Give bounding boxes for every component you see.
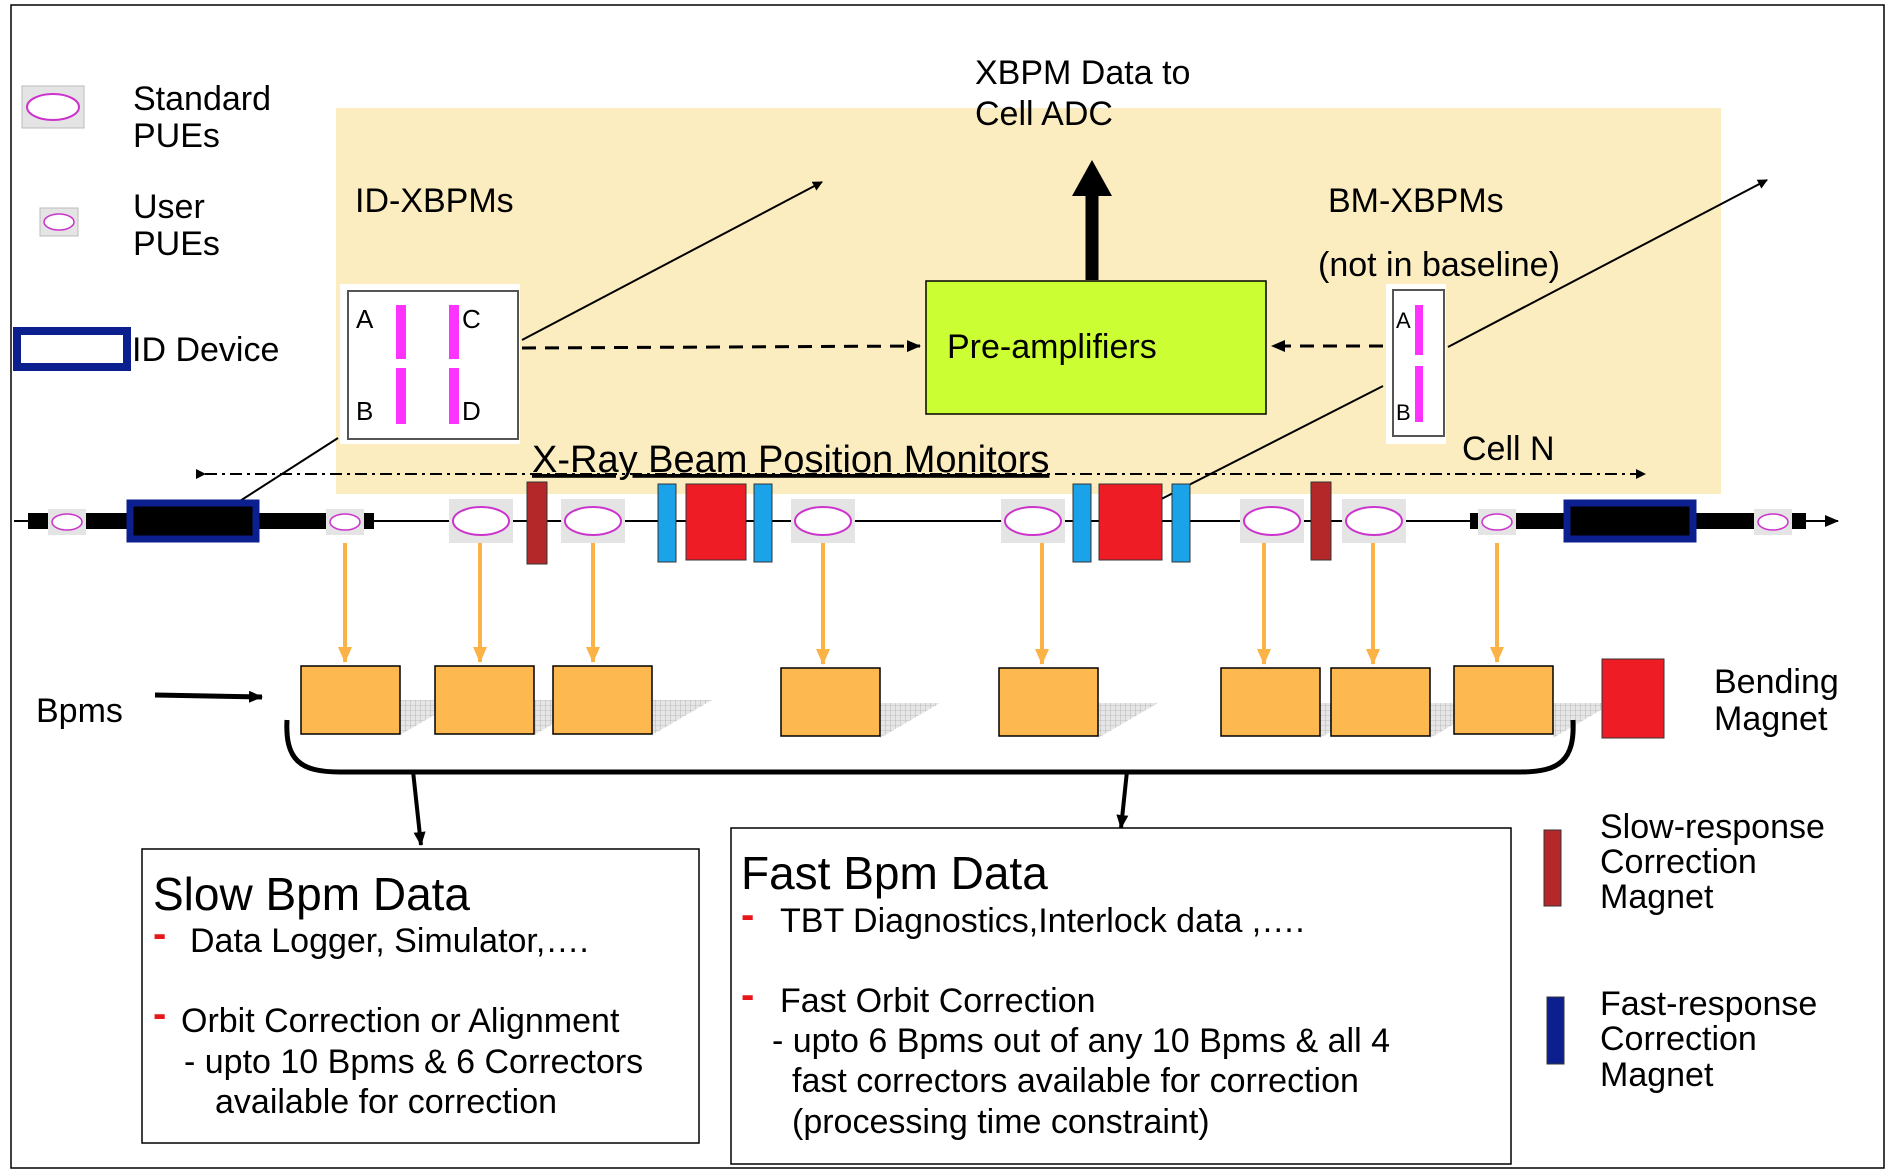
id-blade-c [449, 305, 459, 359]
bpm-box-8 [1453, 665, 1613, 738]
bm-source-line [1127, 385, 1384, 517]
id-blade-d [449, 368, 459, 424]
fast-sub-3: (processing time constraint) [792, 1103, 1210, 1141]
legend-standard-label-2: PUEs [133, 117, 220, 155]
bending-magnet-1 [685, 483, 747, 561]
bm-xbpm-detector: A B [1386, 284, 1446, 444]
pue-user-3 [1478, 509, 1516, 535]
xbpm-region-label: X-Ray Beam Position Monitors [532, 439, 1049, 481]
slow-dash-2: - [153, 992, 166, 1036]
bm-radiation-arrow [1447, 179, 1768, 348]
bm-xbpms-note: (not in baseline) [1318, 246, 1560, 284]
legend-slow-corrector-icon [1543, 829, 1562, 907]
slow-dash-1: - [153, 912, 166, 956]
fast-box-title: Fast Bpm Data [741, 847, 1048, 899]
legend-fast-corrector-icon [1546, 996, 1565, 1065]
legend-id-device-label: ID Device [132, 331, 279, 369]
legend-standard-pue: Standard PUEs [21, 80, 271, 155]
bm-quadrant-a: A [1396, 308, 1411, 333]
id-device-left [126, 499, 260, 543]
id-blade-a [396, 305, 406, 359]
fast-corrector-2 [753, 483, 773, 563]
fast-corrector-3 [1072, 483, 1092, 563]
id-quadrant-b: B [356, 396, 373, 426]
pue-standard-6 [1342, 499, 1406, 543]
fast-bpm-data-box: Fast Bpm Data - TBT Diagnostics,Interloc… [730, 827, 1512, 1165]
slow-box-title: Slow Bpm Data [153, 868, 470, 920]
legend-bending-label-1: Bending [1714, 663, 1839, 701]
slow-sub-2: available for correction [215, 1083, 557, 1121]
legend-slow-label-2: Correction [1600, 843, 1757, 881]
id-xbpms-label: ID-XBPMs [355, 182, 514, 220]
brace-to-slow-arrow [411, 770, 426, 846]
slow-item-2: Orbit Correction or Alignment [181, 1002, 620, 1040]
brace-to-fast-arrow [1116, 770, 1129, 829]
fast-sub-1: - upto 6 Bpms out of any 10 Bpms & all 4 [772, 1022, 1390, 1060]
id-quadrant-d: D [462, 396, 481, 426]
pue-standard-5 [1240, 499, 1304, 543]
legend-bending-label-2: Magnet [1714, 700, 1828, 738]
legend-slow-label-1: Slow-response [1600, 808, 1825, 846]
pue-small-icon [43, 213, 75, 231]
fast-corrector-1 [657, 483, 677, 563]
pue-user-4 [1754, 509, 1792, 535]
fast-dash-1: - [741, 893, 754, 937]
bm-blade-a [1415, 305, 1423, 355]
id-device-icon [13, 327, 131, 371]
id-radiation-arrow [521, 181, 823, 341]
legend-fast-label-1: Fast-response [1600, 985, 1817, 1023]
legend-fast-label-2: Correction [1600, 1020, 1757, 1058]
fast-item-2: Fast Orbit Correction [780, 982, 1096, 1020]
id-xbpm-detector: A C B D [340, 284, 520, 444]
preamp-label: Pre-amplifiers [947, 328, 1157, 366]
bm-xbpms-label: BM-XBPMs [1328, 182, 1504, 220]
bpm-box-3 [552, 665, 712, 735]
fast-item-1: TBT Diagnostics,Interlock data ,…. [780, 902, 1305, 940]
cell-label: Cell N [1462, 430, 1555, 468]
bending-magnet-2 [1098, 483, 1163, 561]
pue-icon [26, 93, 80, 121]
id-device-right [1563, 499, 1697, 543]
id-quadrant-c: C [462, 304, 481, 334]
bpm-group-brace [284, 719, 1576, 775]
fast-dash-2: - [741, 973, 754, 1017]
preamp-box [925, 280, 1267, 415]
bpm-box-1 [300, 665, 460, 735]
pue-standard-3 [791, 499, 855, 543]
id-quadrant-a: A [356, 304, 374, 334]
outer-frame [10, 4, 1885, 1169]
legend-user-pue: User PUEs [39, 188, 220, 263]
pue-user-2 [326, 509, 364, 535]
legend-user-label-1: User [133, 188, 205, 226]
xbpm-output-arrowhead [1072, 160, 1112, 196]
legend-standard-label-1: Standard [133, 80, 271, 118]
pue-standard-2 [561, 499, 625, 543]
xbpm-output-label-1: XBPM Data to [975, 54, 1190, 92]
slow-sub-1: - upto 10 Bpms & 6 Correctors [184, 1043, 643, 1081]
slow-corrector-2 [1310, 481, 1332, 561]
slow-corrector-1 [526, 481, 548, 565]
bm-quadrant-b: B [1396, 400, 1411, 425]
legend-user-label-2: PUEs [133, 225, 220, 263]
pue-user-1 [48, 509, 86, 535]
bpm-box-5 [998, 667, 1158, 738]
bm-blade-b [1415, 366, 1423, 422]
bpms-label: Bpms [36, 692, 123, 730]
slow-item-1: Data Logger, Simulator,…. [190, 922, 589, 960]
slow-bpm-data-box: Slow Bpm Data - Data Logger, Simulator,…… [141, 848, 700, 1144]
legend-fast-label-3: Magnet [1600, 1056, 1714, 1094]
bpm-box-4 [780, 667, 940, 738]
legend-bending-magnet-icon [1601, 658, 1665, 739]
id-to-preamp-arrow [521, 340, 921, 353]
fast-sub-2: fast correctors available for correction [792, 1062, 1359, 1100]
legend-slow-label-3: Magnet [1600, 878, 1714, 916]
xbpm-output-label-2: Cell ADC [975, 95, 1113, 133]
id-blade-b [396, 368, 406, 424]
pue-standard-1 [449, 499, 513, 543]
bpms-pointer-arrow [154, 690, 263, 703]
pue-standard-4 [1001, 499, 1065, 543]
fast-corrector-4 [1171, 483, 1191, 563]
legend-id-device: ID Device [13, 327, 279, 371]
